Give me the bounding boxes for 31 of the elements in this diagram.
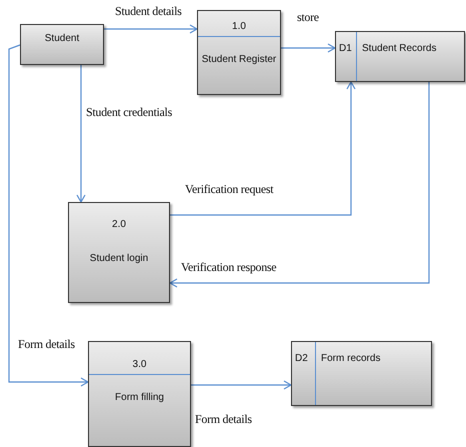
flow-arrow bbox=[281, 43, 336, 53]
process-number: 1.0 bbox=[231, 21, 247, 32]
process-name: Form filling bbox=[114, 392, 165, 403]
flow-arrow bbox=[170, 81, 356, 216]
process-box bbox=[197, 10, 281, 95]
data-store-box bbox=[291, 341, 432, 406]
process-box bbox=[68, 202, 170, 303]
process-number: 2.0 bbox=[111, 219, 127, 230]
flow-arrow bbox=[76, 65, 86, 203]
edge-label: Verification request bbox=[185, 182, 274, 197]
entity-label: Student bbox=[44, 33, 80, 44]
process-number: 3.0 bbox=[132, 359, 148, 370]
edge-label: Verification response bbox=[181, 260, 276, 275]
entity-box bbox=[20, 24, 104, 65]
store-name: Student Records bbox=[362, 43, 436, 54]
edge-label: Student details bbox=[115, 4, 182, 19]
flow-arrow bbox=[8, 44, 89, 387]
edge-label: Form details bbox=[18, 337, 75, 352]
flow-arrow bbox=[191, 380, 292, 390]
process-name: Student Register bbox=[200, 54, 278, 65]
flow-arrow bbox=[104, 24, 198, 34]
data-store-box bbox=[335, 31, 465, 82]
edge-label: Student credentials bbox=[86, 105, 172, 120]
store-id: D1 bbox=[339, 43, 352, 54]
store-name: Form records bbox=[321, 353, 380, 364]
edge-label: store bbox=[297, 10, 319, 25]
edge-label: Form details bbox=[195, 412, 252, 427]
flow-arrow bbox=[169, 82, 430, 288]
process-name: Student login bbox=[88, 253, 150, 264]
process-box bbox=[88, 341, 191, 447]
store-id: D2 bbox=[295, 353, 308, 364]
